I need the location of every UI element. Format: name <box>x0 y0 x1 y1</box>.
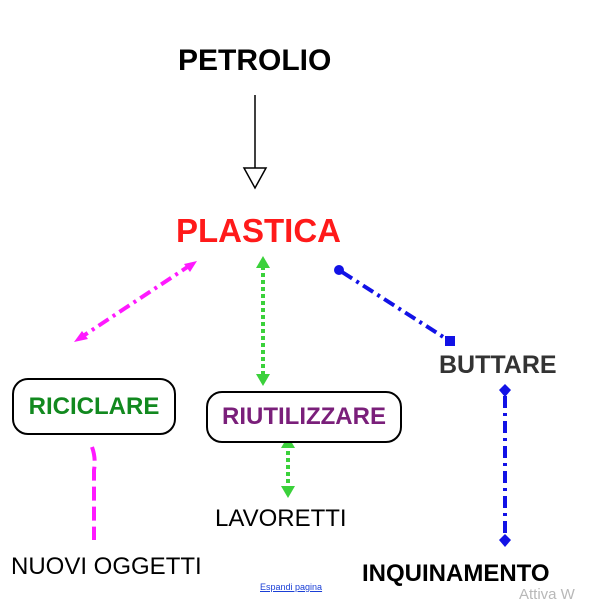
riutilizzare-box: RIUTILIZZARE <box>206 391 402 443</box>
inquinamento-label: INQUINAMENTO <box>362 560 550 587</box>
riutilizzare-label: RIUTILIZZARE <box>222 403 386 430</box>
plastica-buttare-connector <box>334 265 455 346</box>
riciclare-nuovi-oggetti-connector <box>90 446 97 540</box>
activation-watermark: Attiva W <box>519 586 575 603</box>
riciclare-box: RICICLARE <box>12 378 176 435</box>
plastica-riciclare-connector <box>74 261 197 342</box>
riutilizzare-lavoretti-connector <box>281 436 295 498</box>
plastica-riutilizzare-connector <box>256 256 270 386</box>
lavoretti-label: LAVORETTI <box>215 505 347 532</box>
buttare-inquinamento-connector <box>499 384 511 547</box>
nuovi-oggetti-label: NUOVI OGGETTI <box>11 553 202 580</box>
petrolio-label: PETROLIO <box>178 44 332 77</box>
plastica-label: PLASTICA <box>176 212 341 249</box>
buttare-label: BUTTARE <box>439 351 557 379</box>
riciclare-label: RICICLARE <box>28 392 160 420</box>
petrolio-to-plastica-arrow <box>242 95 268 190</box>
expand-page-link[interactable]: Espandi pagina <box>260 582 323 592</box>
